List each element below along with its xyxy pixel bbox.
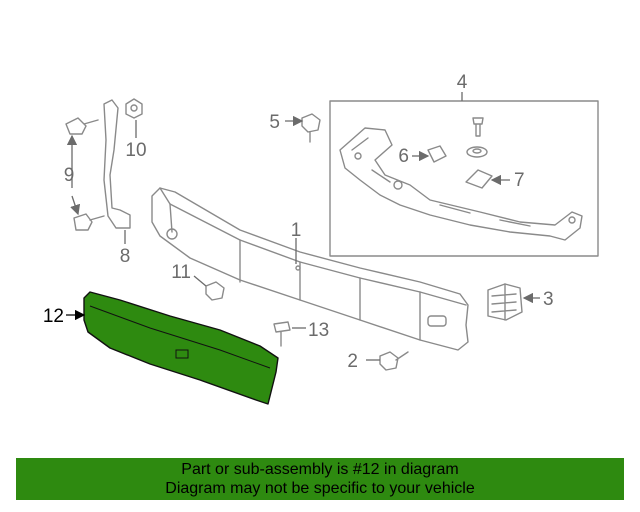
callout-9: 9 (64, 165, 75, 186)
banner-line-2: Diagram may not be specific to your vehi… (165, 480, 475, 497)
part-10-nut (125, 98, 143, 138)
callout-12: 12 (43, 306, 64, 327)
callout-2: 2 (347, 351, 358, 372)
part-5-bolt (285, 113, 321, 143)
callout-13: 13 (308, 320, 329, 341)
callout-4: 4 (457, 72, 468, 93)
part-4-bracket-group (329, 92, 599, 257)
part-2-bolt (366, 351, 409, 371)
callout-3: 3 (543, 289, 554, 310)
part-1-reinforcement-beam (151, 187, 469, 351)
callout-6: 6 (398, 146, 409, 167)
part-3-bracket (487, 283, 540, 321)
part-8-stay (103, 99, 131, 244)
callout-1: 1 (291, 220, 302, 241)
fitment-notice-banner: Part or sub-assembly is #12 in diagram D… (16, 458, 624, 500)
part-11-nut (193, 275, 225, 301)
part-12-absorber (66, 291, 279, 405)
callout-10: 10 (125, 140, 146, 161)
callout-7: 7 (514, 170, 525, 191)
banner-line-1: Part or sub-assembly is #12 in diagram (181, 461, 459, 478)
part-9-bolts (65, 117, 105, 231)
callout-5: 5 (269, 112, 280, 133)
callout-8: 8 (120, 246, 131, 267)
part-13-clip (273, 321, 306, 347)
callout-11: 11 (171, 262, 191, 283)
